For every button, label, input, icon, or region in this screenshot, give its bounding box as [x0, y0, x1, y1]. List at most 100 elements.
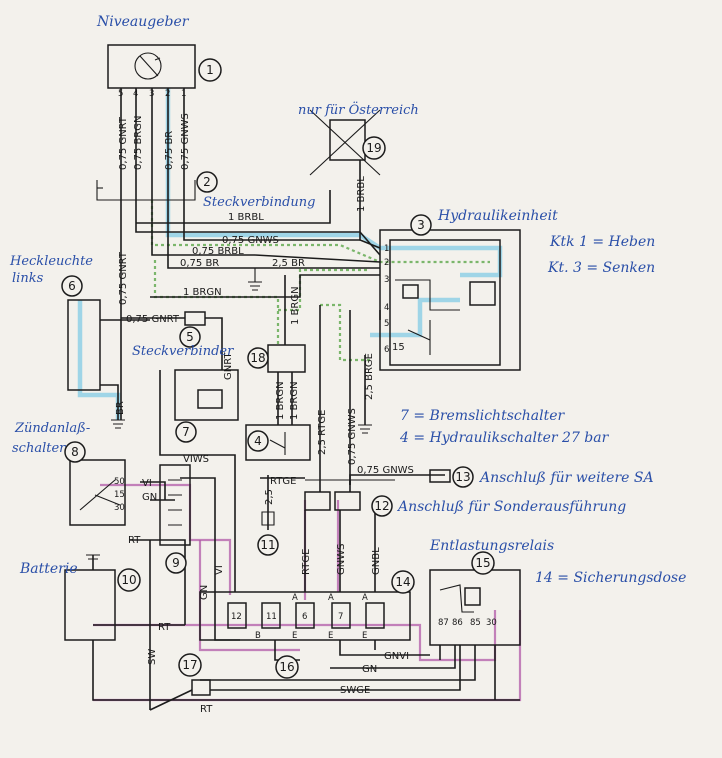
svg-text:2,5 BR: 2,5 BR [272, 258, 305, 269]
svg-text:10: 10 [121, 573, 136, 587]
svg-text:Anschluß für weitere SA: Anschluß für weitere SA [478, 470, 654, 486]
svg-text:SWGE: SWGE [340, 685, 370, 696]
svg-text:RTGE: RTGE [270, 476, 296, 487]
svg-text:50: 50 [114, 477, 125, 487]
svg-text:12: 12 [231, 612, 242, 622]
svg-text:30: 30 [486, 618, 497, 628]
component-2: 2 [196, 171, 218, 193]
svg-text:2: 2 [384, 258, 389, 268]
svg-text:nur für Österreich: nur für Österreich [298, 101, 419, 118]
svg-text:1: 1 [181, 89, 186, 99]
svg-text:5: 5 [118, 89, 123, 99]
svg-text:0,75 BRGN: 0,75 BRGN [133, 116, 144, 170]
svg-text:0,75 GNRT: 0,75 GNRT [118, 251, 129, 305]
svg-text:GN: GN [142, 492, 157, 503]
component-6: 6 [61, 275, 83, 297]
svg-text:4: 4 [254, 434, 262, 448]
svg-text:GNBL: GNBL [371, 547, 382, 575]
svg-text:0,75 GNWS: 0,75 GNWS [347, 408, 358, 465]
component-11: 11 [257, 534, 279, 556]
component-1: 1 [198, 58, 222, 82]
svg-text:1 BRBL: 1 BRBL [356, 176, 367, 212]
component-5: 5 [179, 326, 201, 348]
svg-text:VIWS: VIWS [183, 454, 209, 465]
svg-text:14 = Sicherungsdose: 14 = Sicherungsdose [535, 570, 686, 586]
component-16: 16 [275, 655, 299, 679]
svg-text:15: 15 [392, 342, 405, 353]
svg-text:0,75 GNWS: 0,75 GNWS [180, 113, 191, 170]
svg-text:3: 3 [384, 275, 389, 285]
component-10: 10 [117, 568, 141, 592]
svg-text:B: B [255, 631, 261, 641]
svg-text:2,5 RTGE: 2,5 RTGE [317, 410, 328, 455]
handwritten-annotations: Niveaugeber Steckverbindung nur für Öste… [9, 14, 686, 586]
svg-text:4 = Hydraulikschalter 27 bar: 4 = Hydraulikschalter 27 bar [399, 430, 610, 446]
svg-text:6: 6 [302, 612, 307, 622]
svg-text:A: A [292, 593, 298, 603]
svg-text:7: 7 [182, 425, 190, 439]
svg-text:GNWS: GNWS [336, 544, 347, 575]
component-9: 9 [165, 552, 187, 574]
svg-text:15: 15 [114, 490, 125, 500]
svg-text:GNRT: GNRT [223, 352, 234, 380]
svg-text:GNVI: GNVI [384, 651, 409, 662]
svg-text:Ktk 1 = Heben: Ktk 1 = Heben [549, 234, 655, 250]
svg-text:1: 1 [206, 63, 214, 77]
svg-text:VI: VI [214, 565, 225, 575]
svg-text:1 BRGN: 1 BRGN [183, 287, 222, 298]
svg-text:E: E [362, 631, 367, 641]
svg-text:A: A [362, 593, 368, 603]
svg-text:3: 3 [149, 89, 154, 99]
svg-text:Heckleuchte: Heckleuchte [9, 254, 93, 269]
svg-text:30: 30 [114, 503, 125, 513]
svg-text:Hydraulikeinheit: Hydraulikeinheit [437, 208, 558, 224]
svg-text:0,75 BRBL: 0,75 BRBL [192, 246, 244, 257]
svg-text:16: 16 [279, 660, 294, 674]
svg-text:87: 87 [438, 618, 449, 628]
component-13: 13 [452, 466, 474, 488]
svg-text:RT: RT [200, 704, 213, 715]
svg-text:E: E [292, 631, 297, 641]
svg-text:15: 15 [475, 556, 490, 570]
svg-text:links: links [12, 271, 44, 286]
svg-text:Steckverbindung: Steckverbindung [203, 195, 315, 210]
svg-text:4: 4 [384, 303, 389, 313]
component-19: 19 [362, 136, 386, 160]
svg-text:schalter: schalter [12, 441, 66, 456]
svg-text:Batterie: Batterie [19, 561, 78, 577]
svg-text:11: 11 [266, 612, 277, 622]
svg-text:Kt. 3 = Senken: Kt. 3 = Senken [547, 260, 655, 276]
svg-text:Entlastungsrelais: Entlastungsrelais [429, 538, 554, 554]
component-3: 3 [410, 214, 432, 236]
component-12: 12 [371, 495, 393, 517]
svg-text:8: 8 [71, 445, 79, 459]
svg-text:2,5 BRGE: 2,5 BRGE [364, 353, 375, 400]
svg-text:1 BRGN: 1 BRGN [289, 381, 300, 420]
svg-text:6: 6 [384, 345, 389, 355]
svg-text:E: E [328, 631, 333, 641]
svg-text:19: 19 [366, 141, 381, 155]
svg-text:7: 7 [338, 612, 343, 622]
svg-text:0,75 GNWS: 0,75 GNWS [222, 235, 279, 246]
component-7: 7 [175, 421, 197, 443]
svg-text:RT: RT [158, 622, 171, 633]
component-8: 8 [64, 441, 86, 463]
svg-text:3: 3 [417, 218, 425, 232]
svg-text:SW: SW [147, 649, 158, 665]
svg-text:4: 4 [133, 89, 138, 99]
wire-labels: 0,75 GNRT 0,75 BRGN 0,75 BR 0,75 GNWS 1 … [115, 113, 414, 715]
svg-text:0,75 BR: 0,75 BR [164, 131, 175, 170]
svg-text:0,75 GNRT: 0,75 GNRT [118, 116, 129, 170]
svg-text:BR: BR [115, 401, 126, 415]
svg-text:0,75 BR: 0,75 BR [180, 258, 219, 269]
svg-text:2,5: 2,5 [264, 489, 275, 505]
svg-text:GN: GN [199, 585, 210, 600]
svg-text:2: 2 [165, 89, 170, 99]
svg-text:Anschluß für Sonderausführung: Anschluß für Sonderausführung [396, 499, 626, 515]
svg-text:12: 12 [374, 499, 389, 513]
svg-text:Steckverbinder: Steckverbinder [132, 344, 234, 359]
svg-text:2: 2 [203, 175, 211, 189]
svg-text:1 BRGN: 1 BRGN [290, 286, 301, 325]
svg-text:13: 13 [455, 470, 470, 484]
